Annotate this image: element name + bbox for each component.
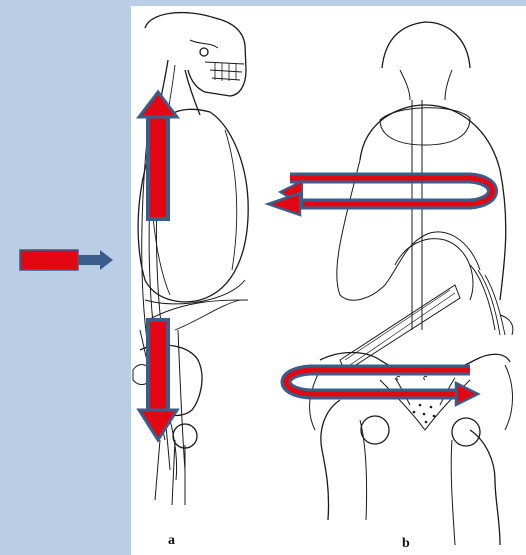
double-headed-vertical-arrow-icon-lower: [139, 320, 177, 440]
panel-b-label: b: [402, 536, 410, 552]
lateral-torso-drawing: [133, 13, 248, 505]
front-trunk-drawing: [310, 22, 513, 545]
circular-arrow-icon-upper: [268, 178, 493, 215]
double-headed-vertical-arrow-icon: [139, 92, 177, 219]
right-arrow-icon: [20, 250, 113, 270]
panel-a-label: a: [168, 533, 175, 549]
